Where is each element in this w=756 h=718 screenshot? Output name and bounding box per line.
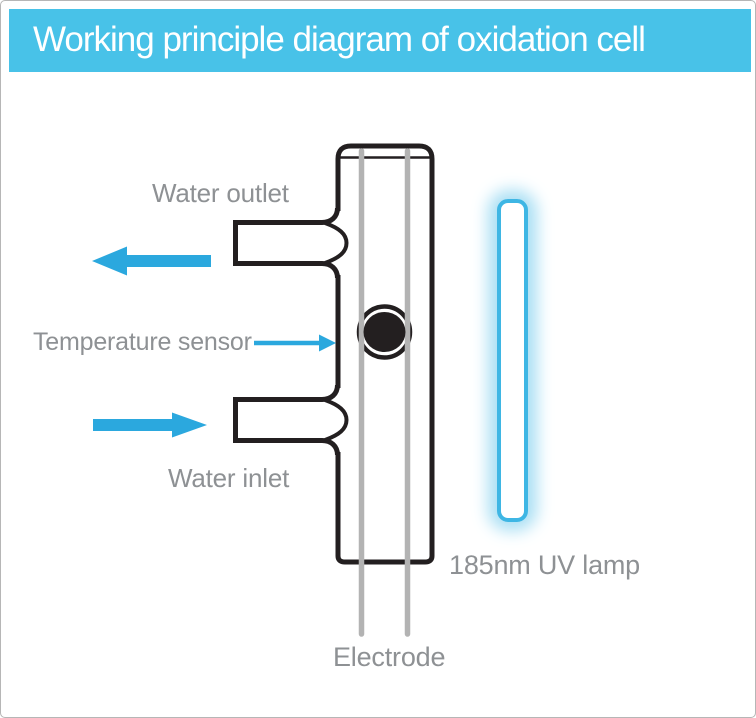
arrow-group	[92, 246, 336, 438]
water-inlet-label: Water inlet	[168, 463, 290, 493]
water-inlet-flow-arrow	[93, 412, 207, 438]
outlet-pipe-socket-arc	[324, 221, 349, 265]
water-outlet-flow-arrow	[92, 246, 211, 276]
water-outlet-label: Water outlet	[152, 178, 289, 208]
inlet-pipe-socket-arc	[324, 398, 349, 442]
uv-lamp-label: 185nm UV lamp	[449, 550, 640, 580]
temperature-sensor-arrow-head	[319, 334, 336, 352]
temperature-sensor-label: Temperature sensor	[33, 328, 252, 356]
title-bar: Working principle diagram of oxidation c…	[9, 9, 751, 72]
page-title: Working principle diagram of oxidation c…	[33, 20, 646, 59]
electrode-label: Electrode	[333, 642, 446, 672]
water-inlet-pipe	[233, 384, 340, 456]
temperature-sensor-dot	[363, 312, 406, 352]
cell-outline-group	[233, 143, 435, 637]
water-outlet-pipe	[233, 207, 340, 279]
uv-lamp	[497, 199, 528, 522]
